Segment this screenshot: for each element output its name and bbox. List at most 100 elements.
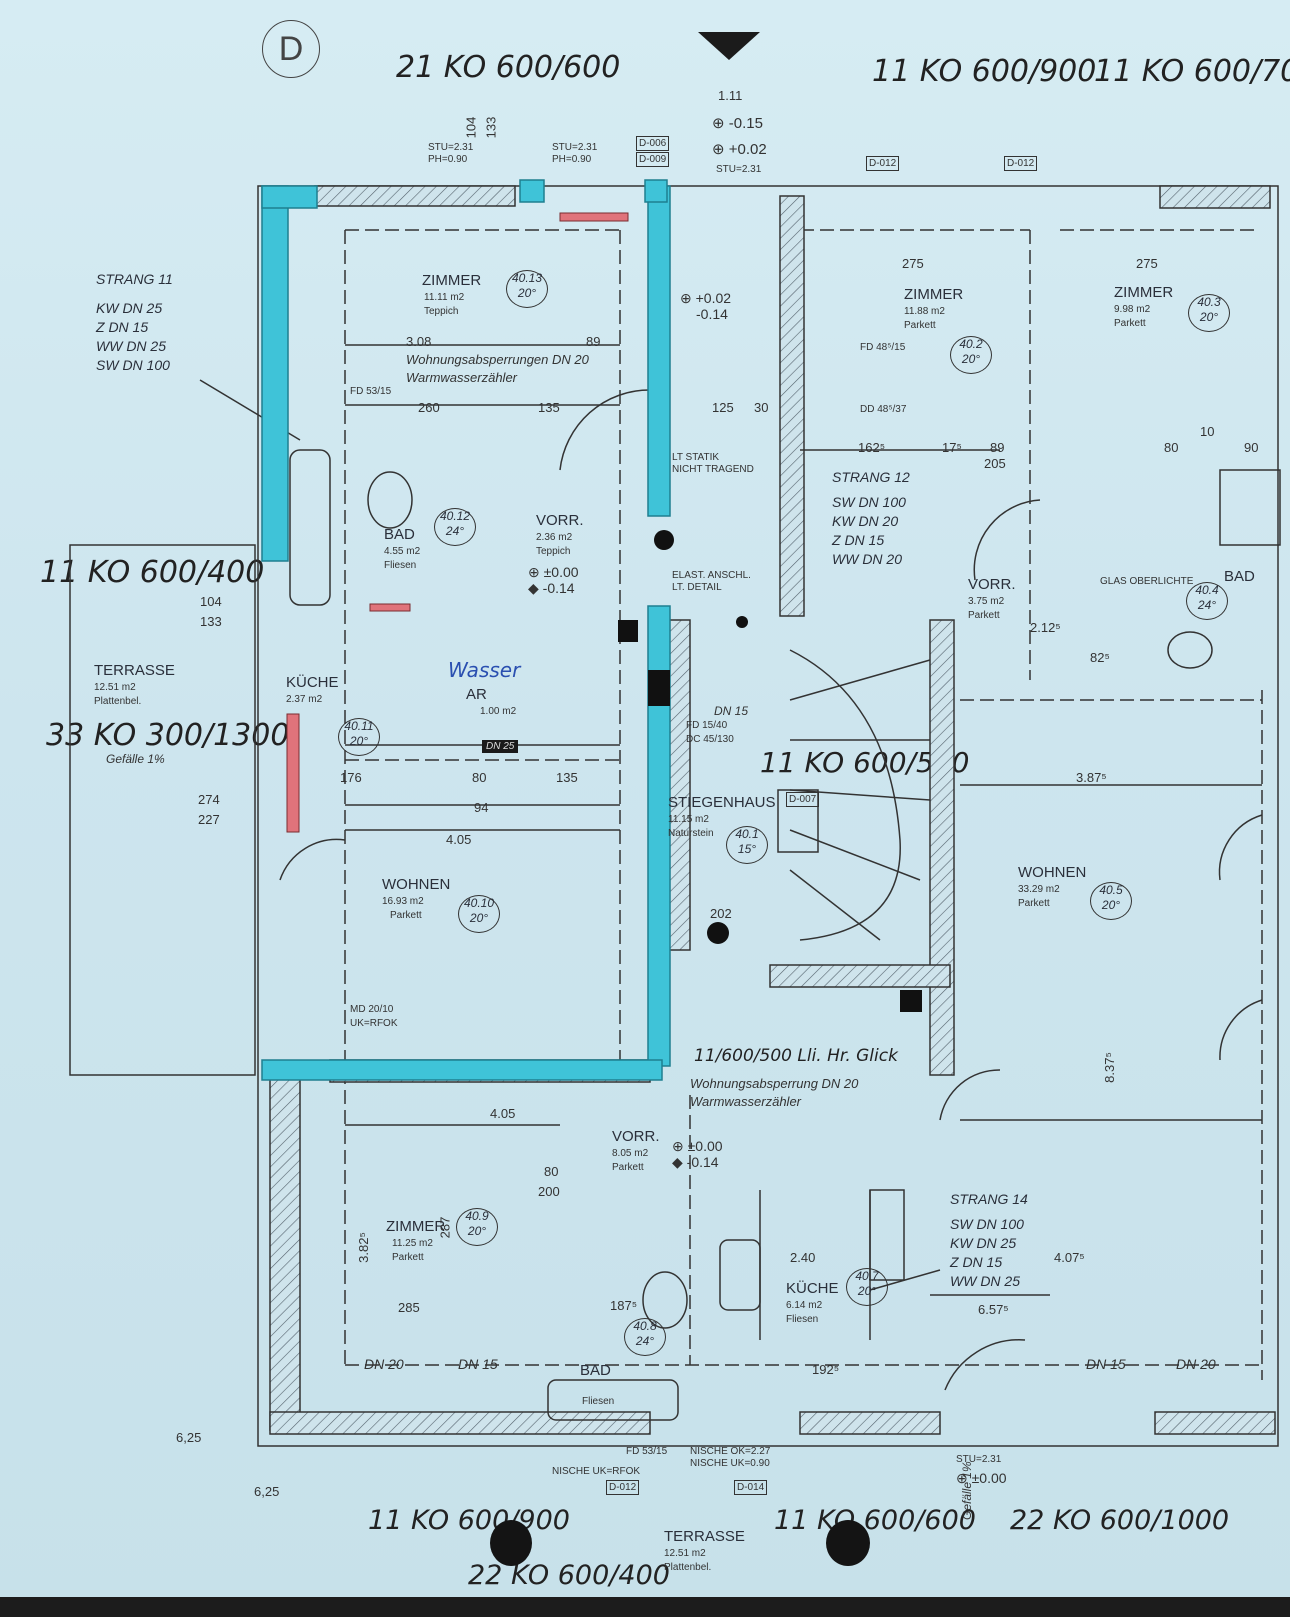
dimension-label: 4.07⁵ <box>1054 1250 1085 1265</box>
dimension-label: 200 <box>538 1184 560 1199</box>
room-name: ZIMMER <box>904 286 964 303</box>
room-name: BAD <box>1224 568 1255 585</box>
dimension-label: 80 <box>472 770 487 785</box>
wwz-note: Warmwasserzähler <box>406 370 518 385</box>
dimension-label: 4.05 <box>490 1106 516 1121</box>
room-floor: Fliesen <box>384 560 417 571</box>
room-name: WOHNEN <box>382 876 451 893</box>
stu-label: STU=2.31 <box>956 1454 1002 1465</box>
dimension-label: 135 <box>538 400 560 415</box>
room-name: ZIMMER <box>386 1218 446 1235</box>
dimension-label: 202 <box>710 906 732 921</box>
pipe-label: DN 20 <box>1176 1356 1216 1372</box>
dimension-label: 2.40 <box>790 1250 816 1265</box>
stu-label: STU=2.31 <box>428 142 474 153</box>
fd-note: FD 48⁵/15 <box>860 342 906 353</box>
room-area: 11.11 m2 <box>424 292 465 303</box>
room-name: VORR. <box>968 576 1016 593</box>
elast-note: LT. DETAIL <box>672 582 722 593</box>
ink-blot <box>490 1520 532 1566</box>
level-mark: ⊕ ±0.00 <box>956 1470 1007 1486</box>
dimension-label: 133 <box>200 614 222 629</box>
dimension-label: 227 <box>198 812 220 827</box>
absperrung-note: Wohnungsabsperrung DN 20 <box>690 1076 859 1091</box>
room-name: KÜCHE <box>286 674 339 691</box>
handwritten-stair-note: 11/600/500 Lli. Hr. Glick <box>694 1046 898 1066</box>
room-floor: Fliesen <box>786 1314 819 1325</box>
door-tag: D-007 <box>786 792 820 807</box>
pipe-label: DN 15 <box>458 1356 498 1372</box>
door-tag: D-012 <box>1004 156 1038 171</box>
dd-note: DD 48⁵/37 <box>860 404 907 415</box>
level-mark: ⊕ +0.02 <box>712 141 767 158</box>
room-floor: Teppich <box>536 546 571 557</box>
dimension-label: 1.11 <box>718 88 743 103</box>
door-tag: D-009 <box>636 152 670 167</box>
ph-label: PH=0.90 <box>552 154 592 165</box>
window-tag-top-right: 11 KO 600/700 <box>1094 54 1290 89</box>
level-mark: ⊕ +0.02 <box>680 290 732 306</box>
dimension-label: 135 <box>556 770 578 785</box>
pipe-label: DN 20 <box>364 1356 404 1372</box>
statik-note: LT STATIK <box>672 452 720 463</box>
window-tag-bottom-left: 11 KO 600/900 <box>368 1505 570 1536</box>
dimension-label: 94 <box>474 800 489 815</box>
handwritten-wasser: Wasser <box>448 658 521 682</box>
room-floor: Teppich <box>424 306 459 317</box>
fd-note: FD 53/15 <box>626 1446 668 1457</box>
dimension-label: 187⁵ <box>610 1298 638 1313</box>
room-area: 6.14 m2 <box>786 1300 823 1311</box>
room-name: TERRASSE <box>664 1528 745 1545</box>
dimension-label: 6,25 <box>254 1484 280 1499</box>
md-note: MD 20/10 <box>350 1004 394 1015</box>
ukrfok-note: UK=RFOK <box>350 1018 398 1029</box>
room-area: 1.00 m2 <box>480 706 517 717</box>
level-mark: ◆ -0.14 <box>672 1154 719 1170</box>
wwz-note: Warmwasserzähler <box>690 1094 802 1109</box>
ph-label: PH=0.90 <box>428 154 468 165</box>
window-tag-bottom-right: 22 KO 600/1000 <box>1010 1505 1230 1536</box>
dimension-label: 192⁵ <box>812 1362 840 1377</box>
room-area: 9.98 m2 <box>1114 304 1151 315</box>
window-tag-left-lower: 33 KO 300/1300 <box>46 718 290 753</box>
dimension-label: 275 <box>1136 256 1158 271</box>
dimension-label: 30 <box>754 400 769 415</box>
dimension-label: 17⁵ <box>942 440 962 455</box>
room-floor: Parkett <box>1018 898 1050 909</box>
room-name: ZIMMER <box>422 272 482 289</box>
dimension-label: 90 <box>1244 440 1259 455</box>
level-mark: ⊕ ±0.00 <box>672 1138 723 1154</box>
level-mark: ◆ -0.14 <box>528 580 575 596</box>
scan-edge <box>0 1597 1290 1617</box>
dimension-label: 6,25 <box>176 1430 202 1445</box>
dimension-label: 82⁵ <box>1090 650 1110 665</box>
dimension-label: 287 <box>437 1216 453 1239</box>
elast-note: ELAST. ANSCHL. <box>672 570 751 581</box>
dimension-label: 275 <box>902 256 924 271</box>
ink-blot <box>826 1520 870 1566</box>
room-name: TERRASSE <box>94 662 175 679</box>
room-area: 11.25 m2 <box>392 1238 433 1249</box>
room-name: KÜCHE <box>786 1280 839 1297</box>
dimension-label: 133 <box>483 116 499 139</box>
room-area: 2.37 m2 <box>286 694 323 705</box>
dimension-label: 89 <box>586 334 601 349</box>
dimension-label: 3.82⁵ <box>355 1232 371 1263</box>
dn-marker: DN 25 <box>482 740 519 753</box>
room-floor: Naturstein <box>668 828 714 839</box>
north-arrow-icon <box>698 32 760 60</box>
nische-label: NISCHE UK=RFOK <box>552 1466 641 1477</box>
room-area: 8.05 m2 <box>612 1148 649 1159</box>
window-tag-bottom-mid: 11 KO 600/600 <box>774 1505 976 1536</box>
dc-note: DC 45/130 <box>686 734 734 745</box>
